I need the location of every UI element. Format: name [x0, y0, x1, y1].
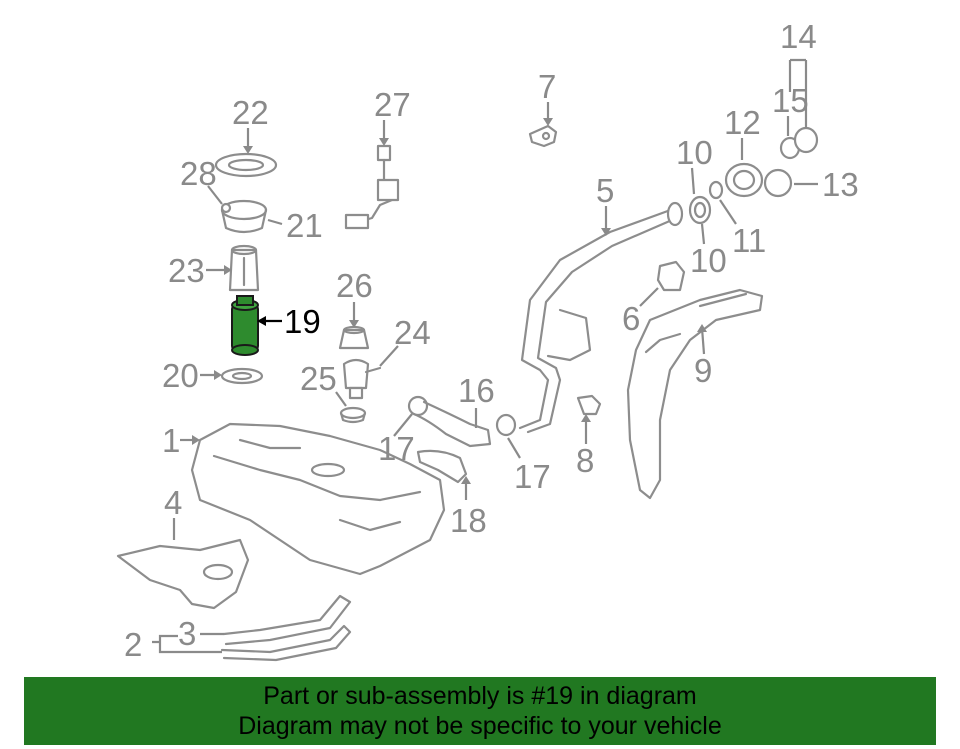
part-1-fuel-tank	[190, 422, 446, 576]
callout-18: 18	[450, 502, 487, 539]
callout-10-bottom: 10	[690, 242, 727, 279]
banner-line-disclaimer: Diagram may not be specific to your vehi…	[238, 712, 722, 740]
callout-14: 14	[780, 18, 817, 55]
callout-5: 5	[596, 172, 614, 209]
callout-17-left: 17	[378, 430, 415, 467]
part-24-valve	[342, 358, 382, 400]
callout-17-right: 17	[514, 458, 551, 495]
part-25-grommet	[339, 406, 367, 424]
callout-1: 1	[162, 422, 180, 459]
callout-19: 19	[284, 303, 321, 340]
callout-12: 12	[724, 104, 761, 141]
callout-20: 20	[162, 357, 199, 394]
part-4-tank-shield	[116, 538, 250, 610]
callout-labels: 22 28 21 23 19 20 27 26 24 25 7 5 10 12 …	[124, 18, 859, 663]
part-23-filter	[228, 244, 260, 292]
callout-23: 23	[168, 252, 205, 289]
callout-2: 2	[124, 626, 142, 663]
part-10-clamp	[688, 195, 712, 225]
part-13-ring	[763, 168, 793, 198]
callout-3: 3	[178, 615, 196, 652]
part-11-seal	[708, 180, 724, 200]
callout-11: 11	[732, 222, 766, 259]
leader-lines	[152, 58, 818, 654]
part-20-washer	[220, 367, 264, 385]
banner-line-part: Part or sub-assembly is #19 in diagram	[263, 682, 697, 710]
part-19-fuel-pump	[231, 295, 259, 356]
callout-16: 16	[458, 372, 495, 409]
part-3-tank-strap	[222, 594, 352, 646]
part-16-hose	[412, 400, 492, 448]
part-6-bracket	[656, 260, 686, 292]
callout-21: 21	[286, 207, 323, 244]
callout-13: 13	[822, 166, 859, 203]
part-12-filler-neck	[724, 162, 764, 198]
part-8-bracket	[576, 394, 602, 416]
part-17-clamp-right	[495, 413, 517, 437]
callout-15: 15	[772, 82, 809, 119]
part-7-bracket	[528, 124, 558, 148]
callout-7: 7	[538, 68, 556, 105]
part-2-tank-strap	[220, 624, 352, 662]
part-21-pump-cover	[220, 199, 268, 234]
callout-6: 6	[622, 300, 640, 337]
callout-9: 9	[694, 352, 712, 389]
part-15-cap	[779, 126, 819, 160]
part-5-filler-pipe	[518, 201, 684, 434]
info-banner: Part or sub-assembly is #19 in diagram D…	[24, 677, 936, 745]
part-9-heat-shield	[626, 288, 764, 500]
callout-28: 28	[180, 155, 217, 192]
callout-24: 24	[394, 314, 431, 351]
callout-4: 4	[164, 484, 182, 521]
part-27-sensor	[344, 144, 400, 230]
part-17-clamp-left	[407, 395, 429, 417]
callout-10-top: 10	[676, 134, 713, 171]
part-18-hose	[416, 449, 468, 484]
callout-27: 27	[374, 86, 411, 123]
callout-25: 25	[300, 360, 337, 397]
callout-8: 8	[576, 442, 594, 479]
part-26-cap	[338, 325, 370, 350]
part-22-gasket	[214, 152, 278, 178]
callout-22: 22	[232, 94, 269, 131]
callout-26: 26	[336, 267, 373, 304]
